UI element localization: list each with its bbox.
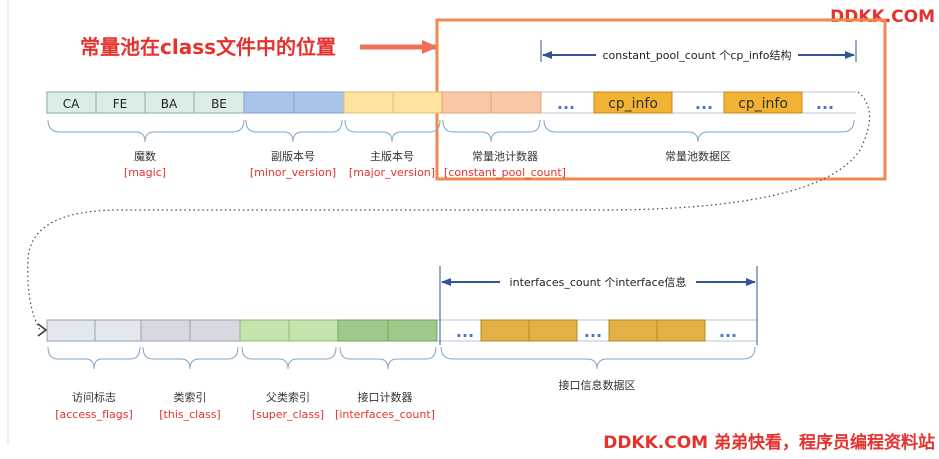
interfaces-count-name: 接口计数器	[358, 391, 413, 404]
magic-text-0: CA	[63, 97, 80, 111]
interfaces-count-cell-2	[387, 319, 438, 342]
cp-dots-2: ...	[695, 94, 713, 113]
interface-item-1a	[480, 319, 530, 342]
cp-count-cell-2	[490, 91, 542, 114]
cp-info-label-2: cp_info	[738, 96, 788, 112]
access-flags-name: 访问标志	[72, 390, 116, 404]
this-class-field: [this_class]	[159, 408, 220, 421]
this-class-cell-2	[189, 319, 241, 342]
cp-count-field: [constant_pool_count]	[444, 166, 566, 179]
major-version-cell-2	[392, 91, 443, 114]
iface-span-label: interfaces_count 个interface信息	[510, 275, 687, 289]
minor-version-name: 副版本号	[271, 149, 315, 163]
minor-version-field: [minor_version]	[250, 166, 336, 179]
minor-version-cell-2	[293, 91, 345, 114]
minor-version-cell-1	[243, 91, 295, 114]
iface-dots-2: ...	[584, 322, 602, 341]
cp-dots-3: ...	[816, 94, 834, 113]
cp-count-cell-1	[441, 91, 492, 114]
cp-info-item-1	[593, 91, 673, 114]
this-class-name: 类索引	[174, 390, 207, 404]
cp-info-item-2	[723, 91, 803, 114]
super-class-cell-1	[239, 319, 290, 342]
major-version-name: 主版本号	[370, 149, 414, 163]
cp-span-label: constant_pool_count 个cp_info结构	[602, 48, 791, 62]
watermark-bottom: DDKK.COM 弟弟快看，程序员编程资料站	[603, 432, 935, 453]
magic-text-1: FE	[113, 97, 127, 111]
row-connector	[27, 91, 871, 331]
super-class-name: 父类索引	[266, 390, 310, 404]
iface-dots-3: ...	[719, 322, 737, 341]
super-class-field: [super_class]	[252, 408, 324, 421]
this-class-cell-1	[140, 319, 191, 342]
access-flags-cell-1	[46, 319, 96, 342]
interfaces-count-field: [interfaces_count]	[335, 408, 435, 421]
super-class-cell-2	[288, 319, 339, 342]
major-version-cell-1	[343, 91, 394, 114]
magic-field: [magic]	[124, 166, 166, 179]
interfaces-count-cell-1	[337, 319, 389, 342]
callout-title: 常量池在class文件中的位置	[80, 35, 336, 59]
iface-dots-1: ...	[456, 322, 474, 341]
cp-count-name: 常量池计数器	[472, 150, 538, 163]
interface-item-1b	[528, 319, 578, 342]
interfaces-data-area-name: 接口信息数据区	[559, 378, 636, 392]
interface-item-2b	[656, 319, 706, 342]
interface-item-2a	[608, 319, 658, 342]
access-flags-cell-2	[94, 319, 142, 342]
cp-data-area-name: 常量池数据区	[665, 149, 731, 163]
major-version-field: [major_version]	[349, 166, 435, 179]
magic-text-2: BA	[161, 97, 178, 111]
magic-name: 魔数	[134, 149, 156, 163]
cp-info-label-1: cp_info	[608, 96, 658, 112]
cp-dots-1: ...	[557, 94, 575, 113]
magic-text-3: BE	[211, 97, 227, 111]
watermark-top: DDKK.COM	[830, 7, 935, 27]
access-flags-field: [access_flags]	[55, 408, 133, 421]
